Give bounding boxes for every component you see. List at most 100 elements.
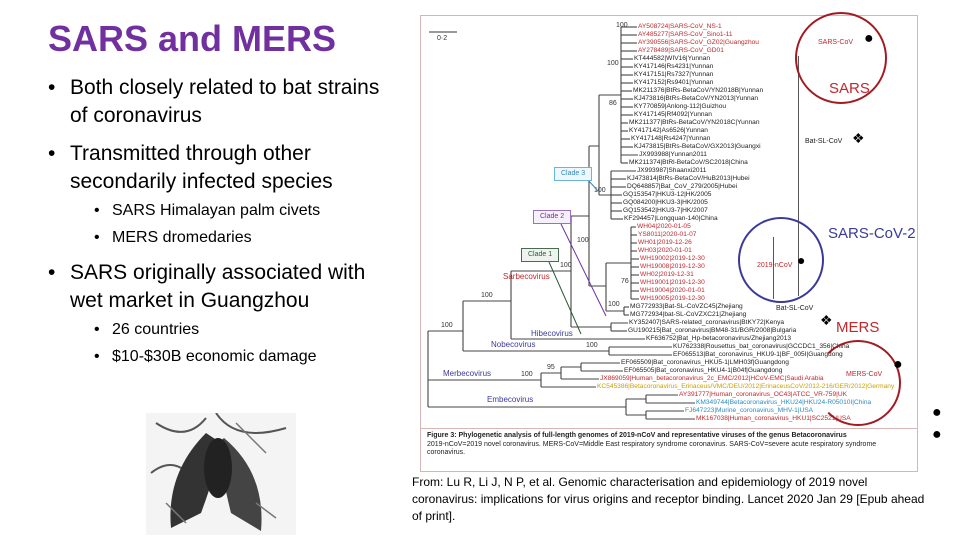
tree-leaf-label: MK211374|BtRl-BetaCoV/SC2018|China xyxy=(629,159,748,166)
tree-leaf-label: GQ084200|HKU3-3|HK/2005 xyxy=(623,199,708,206)
bat-icon: ❖ xyxy=(820,312,833,328)
tree-leaf-label: EF065509|Bat_coronavirus_HKU5-1|LMH03f|G… xyxy=(621,359,789,366)
bat-sl-cov-label-2: Bat-SL-CoV xyxy=(776,305,814,312)
tree-leaf-label: KY352407|SARS-related_coronavirus|BtKY72… xyxy=(629,319,785,326)
tree-leaf-label: MG772934|bat-SL-CoVZXC21|Zhejiang xyxy=(630,311,747,318)
tree-leaf-label: KY417142|As6526|Yunnan xyxy=(629,127,708,134)
tree-leaf-label: KY770859|Anlong-112|Guizhou xyxy=(634,103,727,110)
tree-leaf-label: AY278489|SARS-CoV_GD01 xyxy=(638,47,724,54)
tree-leaf-label: KY417148|Rs4247|Yunnan xyxy=(631,135,711,142)
figure-caption: Figure 3: Phylogenetic analysis of full-… xyxy=(427,432,911,458)
bootstrap-value: 100 xyxy=(441,322,453,329)
tree-leaf-label: WH19005|2019-12-30 xyxy=(640,295,705,302)
tree-leaf-label: KY417146|Rs4231|Yunnan xyxy=(634,63,714,70)
ncov-label: 2019-nCoV xyxy=(757,262,793,269)
bat-sl-cov-label: Bat-SL-CoV xyxy=(805,138,843,145)
tree-leaf-label: AY390556|SARS-CoV_GZ02|Guangzhou xyxy=(638,39,759,46)
bootstrap-value: 100 xyxy=(560,262,572,269)
tree-leaf-label: KY417151|Rs7327|Yunnan xyxy=(634,71,714,78)
genus-hibecovirus: Hibecovirus xyxy=(531,329,573,338)
sub-bullet-dromedaries: MERS dromedaries xyxy=(94,227,388,249)
sars-cov-2-circle xyxy=(738,217,824,303)
clade-1-label: Clade 1 xyxy=(521,248,560,262)
tree-leaf-label: MK211376|BtRs-BetaCoV/YN2018B|Yunnan xyxy=(633,87,764,94)
tree-leaf-label: WH01|2019-12-26 xyxy=(638,239,692,246)
bootstrap-value: 100 xyxy=(586,342,598,349)
tree-leaf-label: AY508724|SARS-CoV_NS-1 xyxy=(638,23,722,30)
tree-branches xyxy=(427,26,695,420)
caption-divider xyxy=(421,428,917,429)
tree-leaf-label: KF294457|Longquan-140|China xyxy=(624,215,718,222)
human-icon: ● xyxy=(797,252,806,268)
tree-leaf-label: WH19008|2019-12-30 xyxy=(640,263,705,270)
tree-leaf-label: GU190215|Bat_coronavirus|BM48-31/BGR/200… xyxy=(628,327,797,334)
tree-leaf-label: DQ648857|Bat_CoV_279/2005|Hubei xyxy=(627,183,738,190)
tree-leaf-label: KJ473814|BtRs-BetaCoV/HuB2013|Hubei xyxy=(627,175,750,182)
scale-label: 0·2 xyxy=(437,35,448,42)
tree-leaf-label: MK211377|BtRs-BetaCoV/YN2018C|Yunnan xyxy=(629,119,760,126)
bullet-list: Both closely related to bat strains of c… xyxy=(48,74,388,373)
figure-caption-text: 2019-nCoV=2019 novel coronavirus. MERS-C… xyxy=(427,440,877,457)
tree-leaf-label: KT444582|WIV16|Yunnan xyxy=(634,55,711,62)
tree-leaf-label: WH02|2019-12-31 xyxy=(640,271,694,278)
annotation-divider xyxy=(798,56,799,296)
sars-cov-label: SARS-CoV xyxy=(818,39,854,46)
human-icon: ● xyxy=(932,426,942,443)
tree-leaf-label: EF065505|Bat_coronavirus_HKU4-1|B04f|Gua… xyxy=(624,367,783,374)
tree-leaf-label: KC545386|Betacoronavirus_Erinaceus/VMC/D… xyxy=(597,383,895,390)
bat-icon: ❖ xyxy=(852,130,865,146)
bootstrap-value: 95 xyxy=(547,364,555,371)
tree-leaf-label: JX869059|Human_betacoronavirus_2c_EMC/20… xyxy=(600,375,824,382)
bootstrap-value: 100 xyxy=(608,301,620,308)
sars-cov-2-heading: SARS-CoV-2 xyxy=(828,225,916,242)
tree-leaf-label: JX993987|Shaanxi2011 xyxy=(637,167,707,174)
bootstrap-value: 100 xyxy=(481,292,493,299)
mers-circle xyxy=(815,340,901,426)
mers-heading: MERS xyxy=(836,319,880,336)
genus-sarbecovirus: Sarbecovirus xyxy=(503,272,550,281)
bullet-transmission: Transmitted through other secondarily in… xyxy=(48,140,388,196)
sub-bullet-damage: $10-$30B economic damage xyxy=(94,346,388,368)
scale-bar xyxy=(429,31,457,33)
sars-heading: SARS xyxy=(829,80,870,97)
tree-leaf-label: KJ473815|BtRs-BetaCoV/GX2013|Guangxi xyxy=(634,143,761,150)
tree-leaf-label: WH03|2020-01-01 xyxy=(638,247,692,254)
bullet-wet-market: SARS originally associated with wet mark… xyxy=(48,259,388,315)
genus-nobecovirus: Nobecovirus xyxy=(491,340,536,349)
tree-leaf-label: JX993988|Yunnan2011 xyxy=(639,151,707,158)
bat-illustration xyxy=(146,413,296,535)
human-icon: ● xyxy=(932,404,942,421)
clade-3-label: Clade 3 xyxy=(554,167,593,181)
tree-leaf-label: MG772933|Bat-SL-CoVZC45|Zhejiang xyxy=(630,303,743,310)
tree-leaf-label: KU762338|Rousettus_bat_coronavirus|GCCDC… xyxy=(673,343,850,350)
bootstrap-value: 100 xyxy=(521,371,533,378)
tree-leaf-label: AY485277|SARS-CoV_Sino1-11 xyxy=(638,31,733,38)
tree-leaf-label: GQ153542|HKU3-7|HK/2007 xyxy=(623,207,708,214)
tree-leaf-label: WH19001|2019-12-30 xyxy=(640,279,705,286)
genus-merbecovirus: Merbecovirus xyxy=(443,369,492,378)
tree-leaf-label: KM349744|Betacoronavirus_HKU24|HKU24-R05… xyxy=(696,399,872,406)
mers-cov-label: MERS-CoV xyxy=(846,371,883,378)
tree-leaf-label: AY391777|Human_coronavirus_OC43|ATCC_VR-… xyxy=(679,391,847,398)
bootstrap-value: 100 xyxy=(577,237,589,244)
tree-leaf-label: YS8011|2020-01-07 xyxy=(638,231,697,238)
bullet-bat-strains: Both closely related to bat strains of c… xyxy=(48,74,388,130)
genus-embecovirus: Embecovirus xyxy=(487,395,534,404)
slide-title: SARS and MERS xyxy=(48,18,337,59)
figure-caption-title: Figure 3: Phylogenetic analysis of full-… xyxy=(427,432,847,439)
human-icon: ● xyxy=(893,356,903,373)
tree-leaf-label: WH19004|2020-01-01 xyxy=(640,287,705,294)
tree-leaf-label: KY417145|Rf4092|Yunnan xyxy=(634,111,712,118)
tree-leaf-label: EF065513|Bat_coronavirus_HKU9-1|BF_005I|… xyxy=(673,351,843,358)
tree-leaf-label: FJ647223|Murine_coronavirus_MHV-1|USA xyxy=(685,407,814,414)
sub-bullet-countries: 26 countries xyxy=(94,319,388,341)
clade-pointer-lines xyxy=(548,180,607,335)
tree-leaf-label: KY417152|Rs9401|Yunnan xyxy=(634,79,714,86)
tree-leaf-label: WH04|2020-01-05 xyxy=(637,223,691,230)
citation: From: Lu R, Li J, N P, et al. Genomic ch… xyxy=(412,475,925,523)
human-icon: ● xyxy=(864,30,874,47)
bootstrap-value: 100 xyxy=(616,22,628,29)
bootstrap-value: 100 xyxy=(594,187,606,194)
sub-bullet-civets: SARS Himalayan palm civets xyxy=(94,200,388,222)
